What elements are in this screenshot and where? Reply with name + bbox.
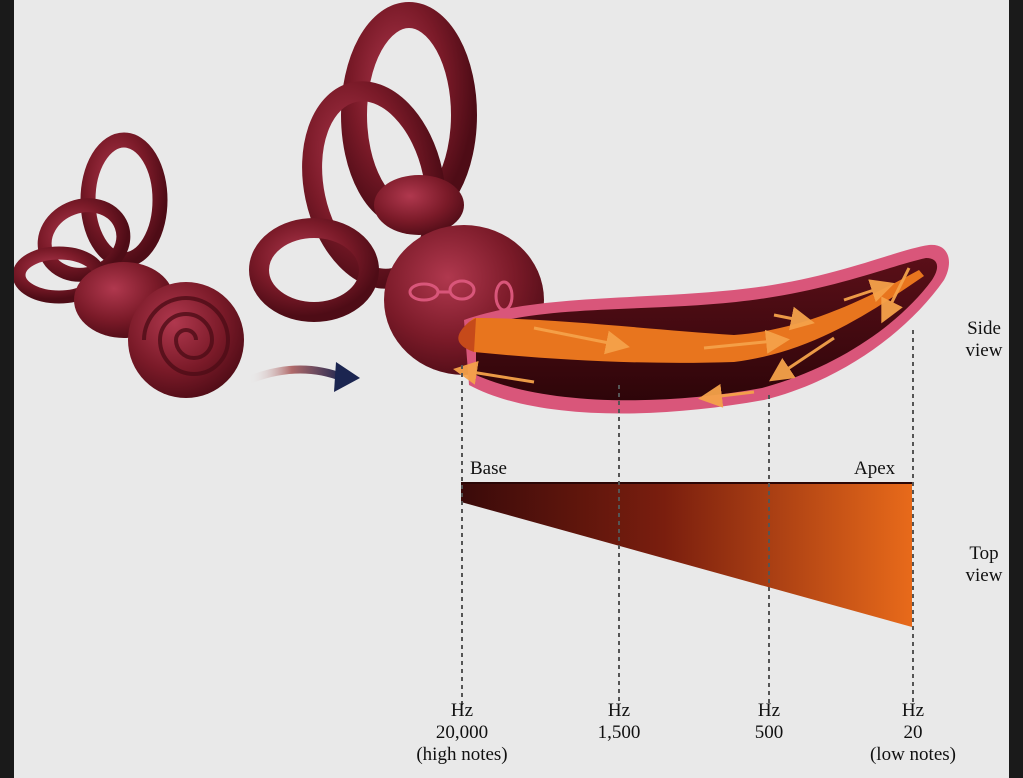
frequency-label-20000: Hz 20,000 (high notes) [392,700,532,766]
frequency-label-1500: Hz 1,500 [549,700,689,744]
side-view-label: Side view [944,318,1009,362]
frequency-label-500: Hz 500 [699,700,839,744]
top-view-label: Top view [944,543,1009,587]
inner-ear-small-illustration [19,140,244,398]
basilar-membrane-top-view [461,483,912,627]
cochlea-diagram: Base Apex Side view Top view Hz 20,000 (… [14,0,1009,778]
arrow-right-icon [249,362,360,392]
apex-label: Apex [854,458,895,480]
frequency-label-20: Hz 20 (low notes) [843,700,983,766]
base-label: Base [470,458,507,480]
diagram-canvas [14,0,1009,778]
